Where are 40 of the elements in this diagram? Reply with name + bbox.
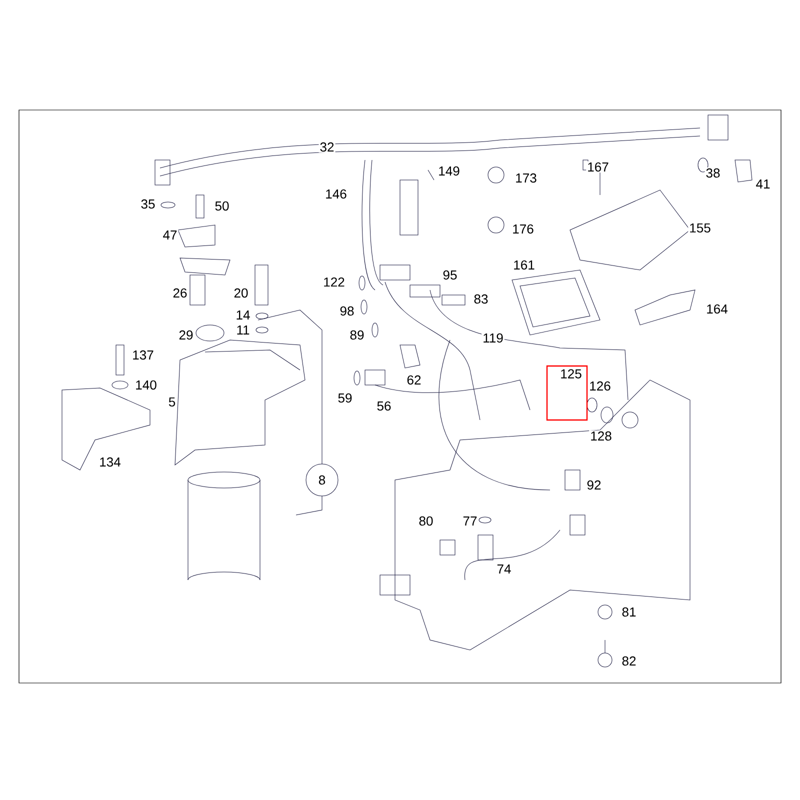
callout-number: 161 (512, 259, 536, 271)
callout-number: 26 (172, 287, 188, 299)
callout-number: 32 (318, 141, 336, 153)
callout-number: 92 (586, 479, 602, 491)
callout-number: 173 (514, 172, 538, 184)
callout-number: 126 (588, 380, 612, 392)
callout-number: 176 (511, 223, 535, 235)
callout-number: 119 (482, 332, 504, 344)
callout-number: 59 (336, 392, 354, 404)
callout-number: 50 (214, 200, 230, 212)
callout-number: 62 (406, 374, 422, 386)
callout-number: 41 (754, 178, 772, 190)
callout-number: 164 (705, 303, 729, 315)
callout-number: 35 (140, 198, 156, 210)
callout-number: 80 (418, 515, 434, 527)
callout-number: 155 (688, 222, 712, 234)
callout-number: 20 (232, 287, 250, 299)
callout-number: 11 (235, 324, 251, 336)
callout-number: 95 (442, 269, 458, 281)
callout-number: 167 (586, 161, 610, 173)
callout-number: 82 (620, 655, 638, 667)
callout-number: 38 (704, 167, 722, 179)
callout-number: 134 (98, 456, 122, 468)
callout-number: 122 (322, 276, 346, 288)
callout-number: 149 (437, 165, 461, 177)
callout-number: 29 (178, 329, 194, 341)
callout-number: 98 (338, 305, 356, 317)
highlight-box: 125 (546, 365, 588, 421)
callout-number: 83 (472, 293, 490, 305)
callout-number: 140 (134, 379, 158, 391)
callout-number: 89 (348, 329, 366, 341)
callout-number: 47 (162, 230, 178, 240)
callout-number: 56 (376, 400, 392, 412)
callout-number: 137 (131, 349, 155, 361)
callout-number: 14 (234, 310, 252, 320)
callout-number: 128 (589, 430, 613, 442)
callout-number: 77 (462, 516, 478, 526)
callout-number: 146 (324, 188, 348, 200)
callout-number: 81 (620, 606, 638, 618)
callout-number: 74 (496, 564, 512, 574)
